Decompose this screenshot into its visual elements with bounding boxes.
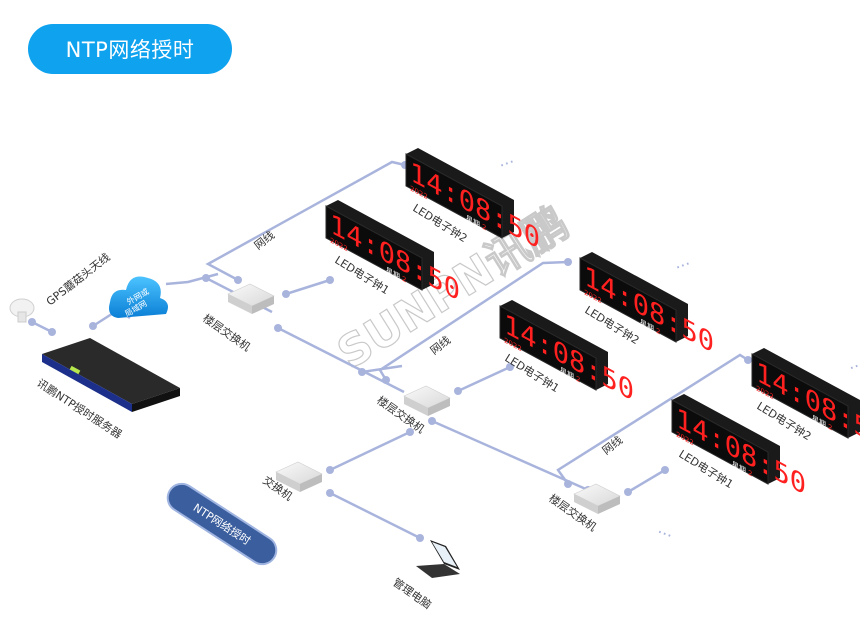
more-indicator-4: ··· (654, 522, 675, 545)
ntp-server-icon (42, 338, 180, 412)
cable-label-1: 网线 (251, 228, 277, 253)
svg-text:14:08:50: 14:08:50 (584, 259, 714, 360)
floor-switch-3 (573, 483, 621, 515)
svg-text:2: 2 (576, 374, 580, 385)
floor-switch-1-label: 楼层交换机 (200, 311, 253, 354)
more-indicator-1: ··· (496, 152, 517, 175)
pc-label: 管理电脑 (390, 575, 434, 612)
more-indicator-2: ··· (672, 254, 693, 277)
laptop-icon (416, 540, 460, 578)
floor-switch-2 (403, 385, 451, 417)
svg-text:2: 2 (402, 274, 406, 285)
section-title: NTP网络授时 (28, 24, 232, 74)
gps-antenna-icon (9, 298, 35, 323)
svg-text:14:08:50: 14:08:50 (410, 155, 540, 256)
led-clock-2-floor1: 14:08:50 2022 星期 2 (405, 147, 540, 256)
svg-text:2: 2 (748, 468, 752, 479)
led-clock-1-floor2: 14:08:50 2022 星期 2 (499, 299, 634, 408)
cloud-icon: 外网或 局域网 (109, 276, 168, 319)
svg-text:2: 2 (828, 422, 832, 433)
svg-text:2: 2 (482, 222, 486, 233)
svg-text:2: 2 (656, 326, 660, 337)
rotated-badge: NTP网络授时 (166, 482, 278, 566)
cable-label-3: 网线 (599, 433, 625, 458)
led-clock-1-floor3: 14:08:50 2022 星期 2 (671, 393, 806, 502)
antenna-label: GPS蘑菇头天线 (43, 250, 112, 309)
more-indicator-3: ··· (846, 355, 860, 378)
